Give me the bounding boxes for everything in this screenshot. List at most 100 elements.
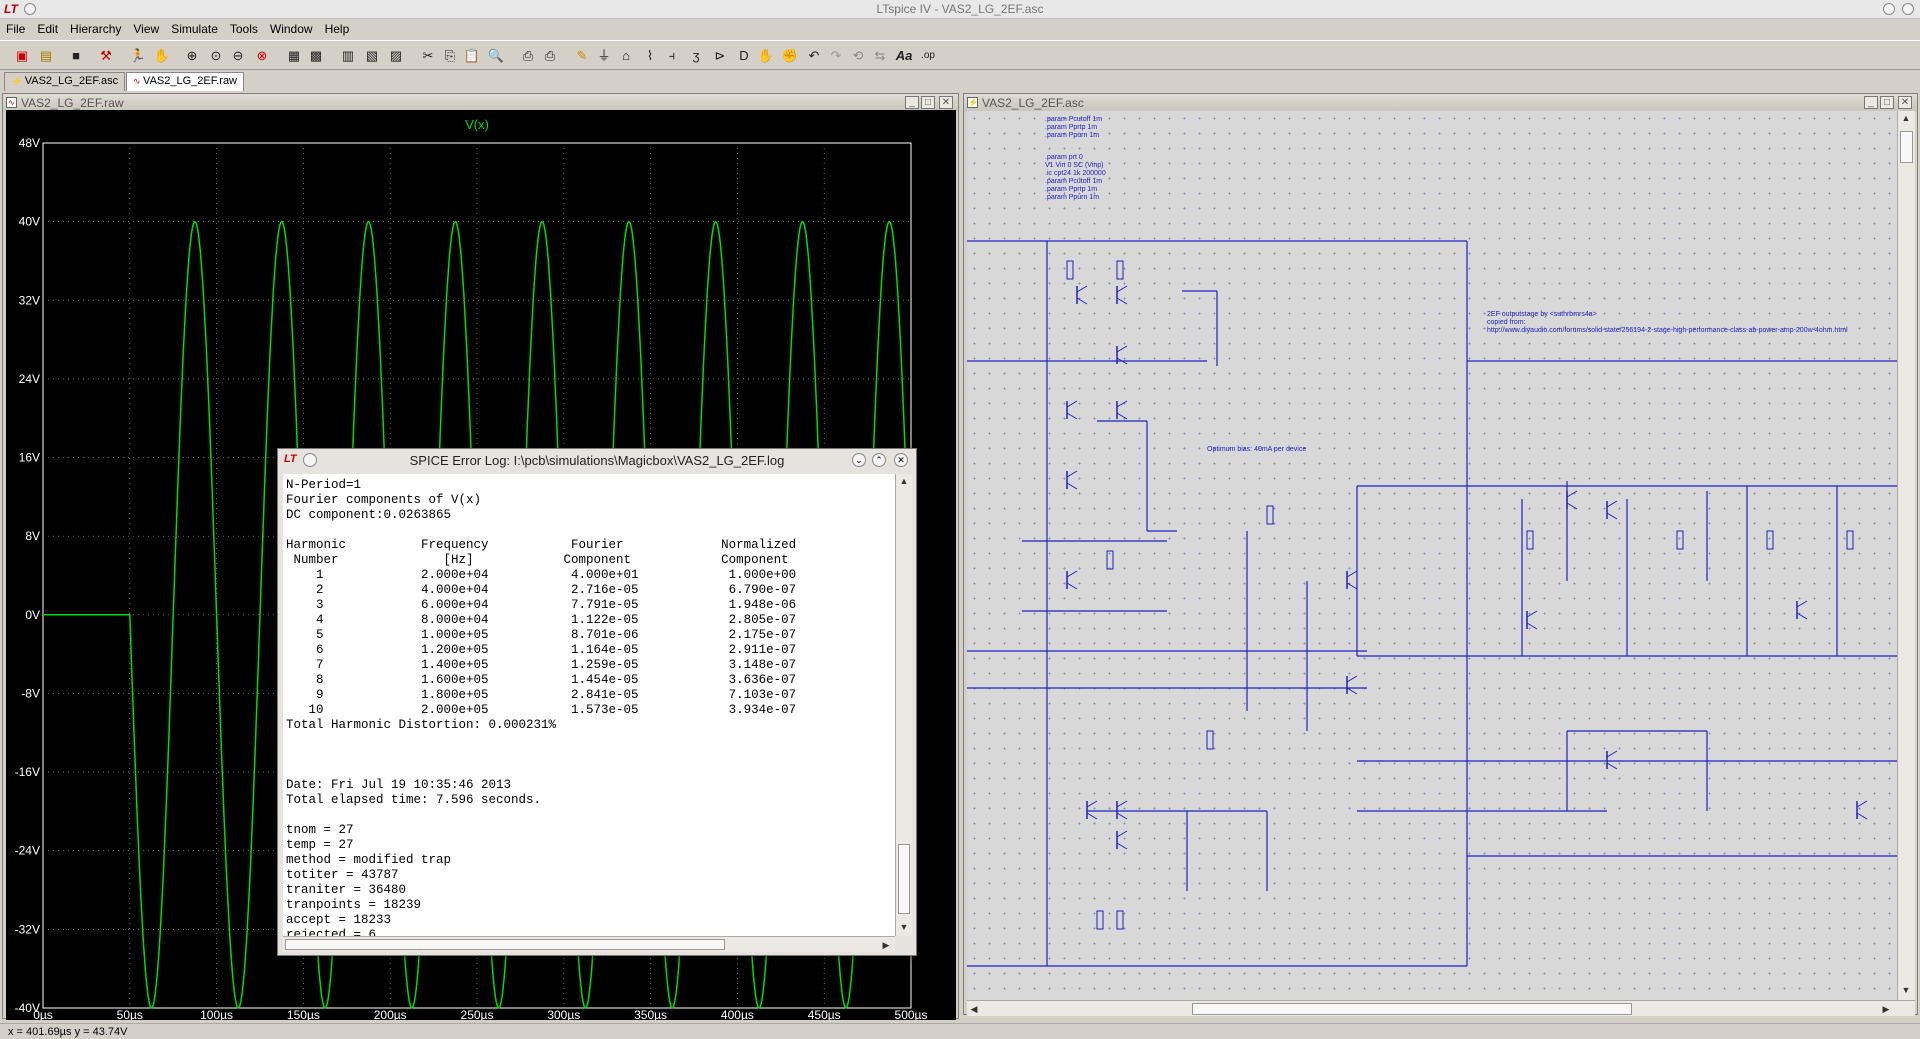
app-title: LTspice IV - VAS2_LG_2EF.asc (876, 2, 1044, 16)
waveform-minimize-button[interactable]: _ (905, 96, 919, 109)
redo-icon[interactable]: ↷ (830, 48, 842, 63)
schematic-hscroll-thumb[interactable] (1192, 1003, 1632, 1015)
pan-icon[interactable]: ⊙ (210, 48, 222, 63)
schematic-vertical-scrollbar[interactable]: ▲ ▼ (1897, 111, 1915, 1000)
log-scroll-down-icon[interactable]: ▼ (899, 922, 909, 932)
transistor-symbol (1066, 400, 1078, 408)
run-icon[interactable]: 🏃 (129, 48, 147, 63)
schematic-vscroll-thumb[interactable] (1900, 131, 1913, 163)
log-hscroll-thumb[interactable] (285, 939, 725, 950)
log-line (286, 523, 892, 538)
save-icon[interactable]: ■ (72, 48, 80, 63)
transistor-symbol (1606, 500, 1618, 508)
delete-plot-icon[interactable]: ▩ (309, 48, 323, 63)
mirror-icon[interactable]: ⇆ (874, 48, 886, 63)
log-horizontal-scrollbar[interactable]: ▶ (283, 936, 895, 952)
schematic-horizontal-scrollbar[interactable]: ◀ ▶ (967, 1000, 1915, 1016)
text-icon[interactable]: Aa (895, 48, 913, 63)
dialog-maximize-icon[interactable]: ⌃ (872, 453, 886, 467)
window-menu-icon[interactable] (24, 3, 36, 15)
zoom-fit-icon[interactable]: ⊗ (256, 48, 268, 63)
transistor-symbol (1566, 490, 1578, 498)
log-line: 10 2.000e+05 1.573e-05 3.934e-07 (286, 703, 797, 717)
schematic-icon: ⚡ (11, 76, 25, 86)
print-setup-icon[interactable]: ⎙ (522, 48, 534, 63)
schematic-annotation: .ic cpt24 1k 200000 (1045, 170, 1106, 177)
scroll-left-icon[interactable]: ◀ (970, 1004, 978, 1014)
open-icon[interactable]: ▤ (39, 48, 53, 63)
copy-icon[interactable]: ⎘ (444, 48, 456, 63)
menu-tools[interactable]: Tools (229, 22, 258, 36)
schematic-minimize-button[interactable]: _ (1864, 96, 1878, 109)
waveform-close-button[interactable]: ✕ (939, 96, 953, 109)
wire-icon[interactable]: ✎ (576, 48, 588, 63)
tile-vertical-icon[interactable]: ▧ (365, 48, 379, 63)
log-vertical-scrollbar[interactable]: ▲ ▼ (895, 474, 912, 936)
menu-hierarchy[interactable]: Hierarchy (70, 22, 122, 36)
scroll-down-icon[interactable]: ▼ (1901, 985, 1911, 995)
dialog-minimize-icon[interactable]: ⌄ (852, 453, 866, 467)
capacitor-icon[interactable]: ⫞ (668, 48, 676, 63)
log-scroll-right-icon[interactable]: ▶ (882, 940, 890, 950)
ground-icon[interactable]: ⏚ (597, 48, 611, 63)
transistor-symbol (1066, 470, 1078, 478)
transistor-symbol (1116, 285, 1128, 293)
dialog-menu-icon[interactable] (303, 453, 317, 467)
schematic-maximize-button[interactable]: □ (1880, 96, 1894, 109)
tab-waveform[interactable]: ∿ VAS2_LG_2EF.raw (126, 72, 245, 91)
log-scroll-up-icon[interactable]: ▲ (899, 476, 909, 486)
zoom-out-icon[interactable]: ⊖ (232, 48, 244, 63)
transistor-symbol (1796, 612, 1808, 620)
log-line (286, 808, 892, 823)
log-vscroll-thumb[interactable] (898, 844, 910, 914)
halt-icon[interactable]: ✋ (153, 48, 171, 63)
component-icon[interactable]: D (739, 48, 749, 63)
menu-window[interactable]: Window (269, 22, 313, 36)
move-icon[interactable]: ✋ (757, 48, 775, 63)
log-line: traniter = 36480 (286, 883, 407, 897)
drag-icon[interactable]: ✊ (781, 48, 799, 63)
transistor-symbol (1346, 675, 1358, 683)
scroll-up-icon[interactable]: ▲ (1901, 113, 1911, 123)
diode-icon[interactable]: ⊳ (714, 48, 726, 63)
menu-simulate[interactable]: Simulate (171, 22, 218, 36)
menu-edit[interactable]: Edit (37, 22, 59, 36)
cascade-icon[interactable]: ▨ (389, 48, 403, 63)
log-line: Date: Fri Jul 19 10:35:46 2013 (286, 778, 512, 792)
waveform-maximize-button[interactable]: □ (921, 96, 935, 109)
schematic-canvas[interactable]: .param Pcutoff 1m.param Pprtp 1m.param P… (967, 111, 1897, 1000)
resistor-icon[interactable]: ⌇ (646, 48, 654, 63)
log-line: Fourier components of V(x) (286, 493, 482, 507)
menu-file[interactable]: File (6, 22, 26, 36)
schematic-close-button[interactable]: ✕ (1898, 96, 1912, 109)
undo-icon[interactable]: ↶ (808, 48, 820, 63)
close-icon[interactable] (1902, 3, 1914, 15)
x-tick-label: 150µs (287, 1008, 320, 1020)
minimize-icon[interactable] (1883, 3, 1895, 15)
find-icon[interactable]: 🔍 (487, 48, 505, 63)
schematic-annotation: 2EF outputstage by <suthrbmrs4a> (1487, 311, 1597, 318)
spice-directive-icon[interactable]: .op (921, 50, 935, 61)
label-net-icon[interactable]: ⌂ (622, 48, 630, 63)
transistor-symbol (1526, 610, 1538, 618)
print-icon[interactable]: ⎙ (544, 48, 556, 63)
log-line: totiter = 43787 (286, 868, 399, 882)
tab-schematic[interactable]: ⚡ VAS2_LG_2EF.asc (4, 72, 126, 91)
autorange-icon[interactable]: ▦ (287, 48, 301, 63)
cut-icon[interactable]: ✂ (422, 48, 434, 63)
x-tick-label: 0µs (33, 1008, 53, 1020)
scroll-right-icon[interactable]: ▶ (1882, 1004, 1890, 1014)
transistor-symbol (1066, 582, 1078, 590)
inductor-icon[interactable]: ʒ (692, 48, 700, 63)
menu-view[interactable]: View (133, 22, 160, 36)
menu-help[interactable]: Help (324, 22, 350, 36)
rotate-icon[interactable]: ⟲ (852, 48, 864, 63)
dialog-close-icon[interactable]: ✕ (894, 453, 908, 467)
zoom-in-icon[interactable]: ⊕ (186, 48, 198, 63)
new-schematic-icon[interactable]: ▣ (15, 48, 29, 63)
schematic-drawing[interactable]: .param Pcutoff 1m.param Pprtp 1m.param P… (967, 111, 1897, 1000)
tile-horizontal-icon[interactable]: ▥ (341, 48, 355, 63)
control-panel-icon[interactable]: ⚒ (100, 48, 112, 63)
paste-icon[interactable]: 📋 (463, 48, 481, 63)
